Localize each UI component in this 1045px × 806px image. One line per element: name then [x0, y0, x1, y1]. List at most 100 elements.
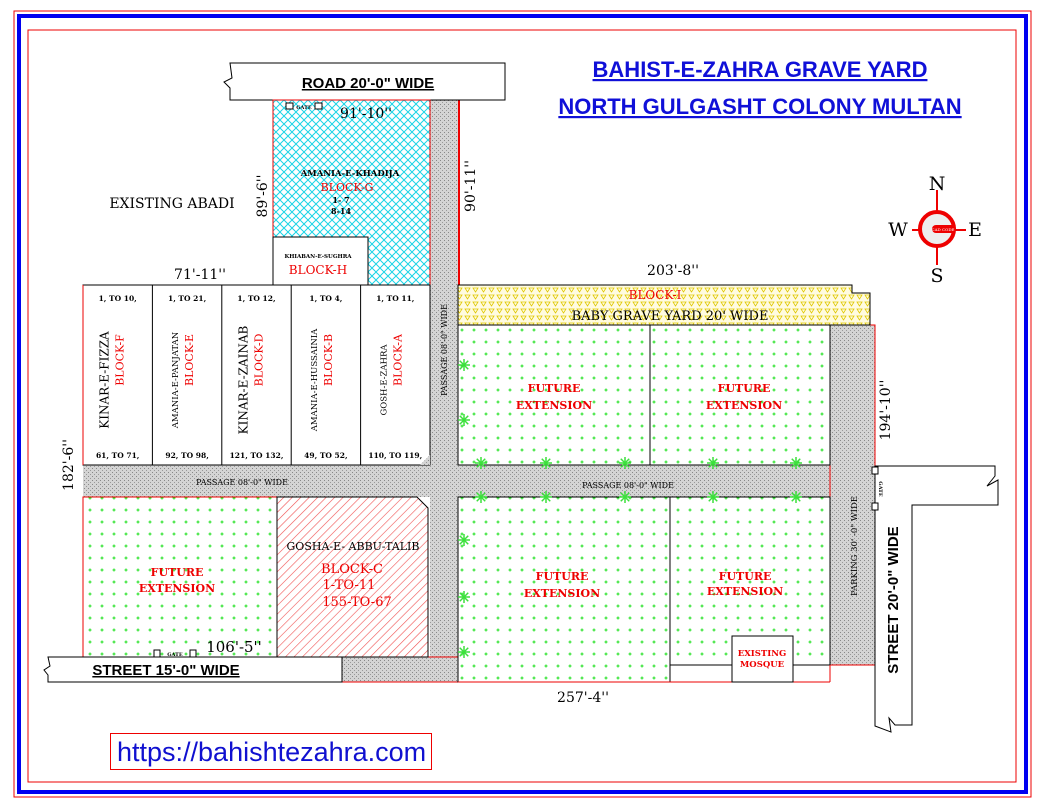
future-4-line2: EXTENSION: [707, 585, 783, 598]
dim-bottom-left: 106'-5'': [206, 638, 262, 656]
street-right-label: STREET 20'-0" WIDE: [885, 526, 902, 673]
future-5-line1: FUTURE: [151, 566, 204, 579]
future-extension-2: [649, 324, 831, 466]
title-line1: BAHIST-E-ZAHRA GRAVE YARD: [593, 57, 928, 82]
dim-right: 194'-10'': [878, 380, 894, 441]
column-name: AMANIA-E-HUSSAINIA: [310, 328, 320, 432]
tree-icon: [458, 646, 470, 658]
column-block: BLOCK-F: [114, 334, 127, 386]
block-h-label: BLOCK-H: [289, 263, 347, 277]
street-bottom-label: STREET 15'-0" WIDE: [92, 662, 239, 679]
compass-e: E: [968, 219, 982, 241]
tree-icon: [619, 457, 631, 469]
future-extension-3: [457, 496, 671, 683]
block-g-range1: 1- 7: [332, 195, 349, 205]
block-i-name: BABY GRAVE YARD 20' WIDE: [572, 309, 769, 324]
column-bottom-range: 121, TO 132,: [230, 451, 284, 460]
future-extension-5: [82, 496, 278, 658]
block-c-range2: 155-TO-67: [322, 595, 391, 610]
tree-icon: [458, 359, 470, 371]
column-block: BLOCK-D: [253, 333, 266, 386]
tree-icon: [707, 457, 719, 469]
blue-border: [17, 14, 1028, 794]
column-block: BLOCK-B: [322, 334, 335, 386]
future-5-line2: EXTENSION: [139, 582, 215, 595]
column-block: BLOCK-E: [183, 334, 196, 386]
gate-label-bottom: GATE: [167, 652, 183, 658]
tree-icon: [458, 414, 470, 426]
street-corner: [341, 656, 459, 683]
column-name: KINAR-E-FIZZA: [98, 331, 112, 429]
passage-left-label: PASSAGE 08'-0" WIDE: [196, 478, 288, 487]
gate-post: [285, 102, 294, 110]
dim-top-g: 91'-10'': [340, 106, 392, 122]
dim-top-left: 71'-11'': [174, 267, 226, 283]
block-g-label: BLOCK-G: [321, 181, 374, 194]
dim-bottom: 257'-4'': [557, 690, 609, 706]
future-2-line2: EXTENSION: [706, 399, 782, 412]
future-3-line2: EXTENSION: [524, 587, 600, 600]
column-bottom-range: 49, TO 52,: [304, 451, 347, 460]
block-h: [272, 236, 369, 286]
existing-abadi: EXISTING ABADI: [109, 196, 234, 212]
dim-left: 182'-6'': [61, 439, 77, 491]
passage-right-label: PASSAGE 08'-0" WIDE: [582, 481, 674, 490]
future-2-line1: FUTURE: [718, 382, 771, 395]
column-top-range: 1, TO 10,: [99, 294, 137, 303]
gate-label-right: GATE: [877, 481, 883, 497]
existing-mosque: [731, 635, 794, 683]
parking-label: PARKING 30' -0" WIDE: [850, 496, 860, 596]
title-line2: NORTH GULGASHT COLONY MULTAN: [558, 94, 961, 119]
column-top-range: 1, TO 11,: [376, 294, 414, 303]
column-top-range: 1, TO 21,: [168, 294, 206, 303]
future-3-line1: FUTURE: [536, 570, 589, 583]
dim-right-g: 90'-11'': [463, 160, 479, 212]
block-c-label: BLOCK-C: [321, 562, 383, 577]
compass-s: S: [930, 265, 943, 287]
parking-area: [829, 324, 876, 666]
future-1-line2: EXTENSION: [516, 399, 592, 412]
future-extension-1: [457, 324, 651, 466]
future-4-line1: FUTURE: [719, 570, 772, 583]
tree-icon: [790, 457, 802, 469]
block-c: [276, 496, 429, 658]
gate-post: [314, 102, 323, 110]
passage-horizontal: [83, 465, 875, 497]
tree-icon: [458, 534, 470, 546]
column-bottom-range: 92, TO 98,: [165, 451, 208, 460]
column-top-range: 1, TO 4,: [309, 294, 342, 303]
mosque-line2: MOSQUE: [740, 660, 785, 670]
passage-vertical-label: PASSAGE 08'-0" WIDE: [440, 304, 449, 396]
compass-n: N: [929, 173, 946, 195]
website-link[interactable]: https://bahishtezahra.com: [110, 733, 432, 770]
outer-border: [13, 10, 1032, 798]
block-h-name: KHIABAN-E-SUGHRA: [284, 254, 352, 260]
block-g-name: AMANIA-E-KHADIJA: [300, 169, 400, 179]
road-top-label: ROAD 20'-0" WIDE: [302, 75, 434, 92]
tree-icon: [540, 491, 552, 503]
gate-label: GATE: [296, 105, 312, 111]
column-name: KINAR-E-ZAINAB: [237, 325, 251, 434]
inner-border: [27, 29, 1017, 783]
dim-top-right: 203'-8'': [647, 263, 699, 279]
block-c-name: GOSHA-E- ABBU-TALIB: [287, 540, 420, 553]
road-top: [223, 62, 506, 101]
compass-icon: CAD CODE: [912, 190, 966, 265]
left-blocks: [82, 284, 431, 466]
column-bottom-range: 61, TO 71,: [96, 451, 139, 460]
column-name: GOSH-E-ZAHRA: [379, 344, 389, 416]
column-block: BLOCK-A: [391, 333, 404, 386]
future-1-line1: FUTURE: [528, 382, 581, 395]
column-name: AMANIA-E-PANJATAN: [171, 331, 181, 429]
column-top-range: 1, TO 12,: [237, 294, 275, 303]
column-bottom-range: 110, TO 119,: [368, 451, 422, 460]
tree-icon: [458, 591, 470, 603]
tree-icon: [707, 491, 719, 503]
dim-left-g: 89'-6'': [255, 175, 271, 218]
block-i-label: BLOCK-I: [629, 288, 682, 302]
trees: [458, 359, 802, 658]
block-c-range1: 1-TO-11: [323, 578, 376, 593]
street-bottom: [43, 656, 343, 683]
tree-icon: [475, 457, 487, 469]
